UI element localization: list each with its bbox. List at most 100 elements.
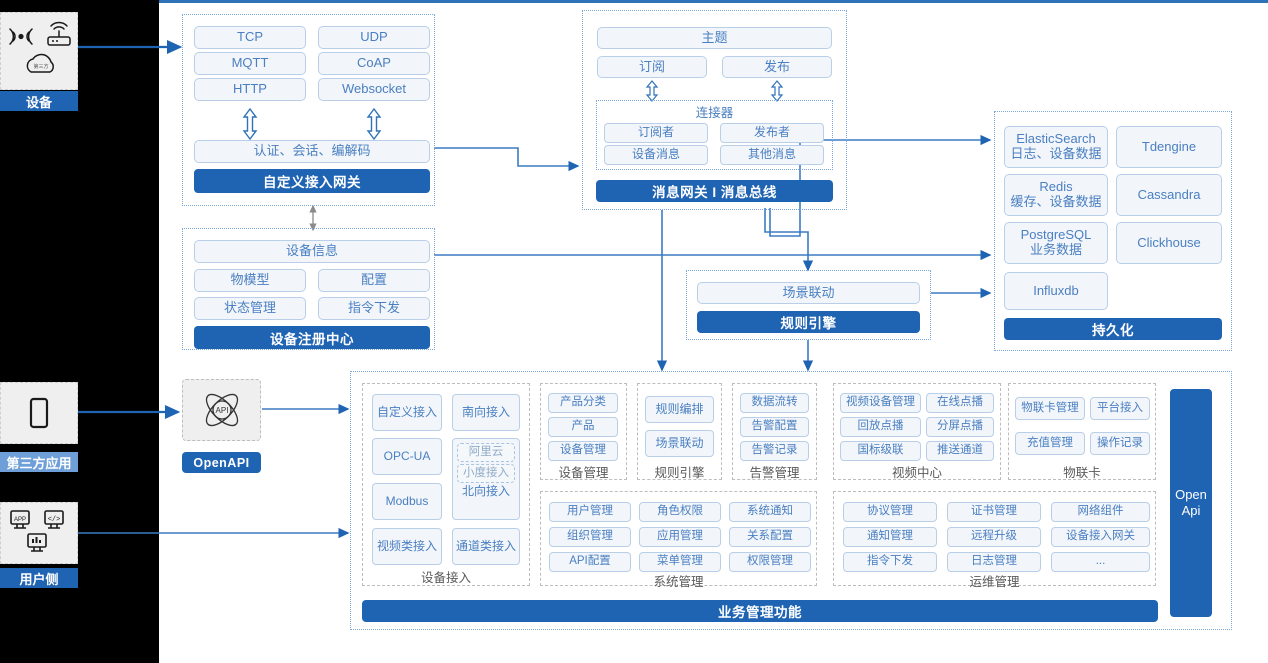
- system-notification[interactable]: 系统通知: [729, 502, 811, 522]
- registry-device-info[interactable]: 设备信息: [194, 240, 430, 263]
- rule-engine-title-bar[interactable]: 规则引擎: [697, 311, 920, 333]
- registry-title-bar[interactable]: 设备注册中心: [194, 326, 430, 349]
- ops-network-component[interactable]: 网络组件: [1051, 502, 1150, 522]
- persistence-postgresql-sub: 业务数据: [1029, 242, 1082, 257]
- device-access-northbound[interactable]: 阿里云 小度接入 北向接入: [452, 438, 520, 520]
- device-icon-box: 第三方: [0, 12, 78, 90]
- mobile-phone-icon: [29, 397, 49, 429]
- persistence-influxdb[interactable]: Influxdb: [1004, 272, 1108, 310]
- protocol-mqtt[interactable]: MQTT: [194, 52, 306, 75]
- business-rule-engine-caption: 规则引擎: [654, 465, 705, 480]
- openapi-label-bar[interactable]: OpenAPI: [182, 452, 261, 473]
- ops-certificate-manage[interactable]: 证书管理: [947, 502, 1041, 522]
- open-api-line1: Open: [1175, 486, 1207, 502]
- protocol-tcp[interactable]: TCP: [194, 26, 306, 49]
- persistence-title-bar[interactable]: 持久化: [1004, 318, 1222, 340]
- protocol-coap[interactable]: CoAP: [318, 52, 430, 75]
- rule-engine-scene[interactable]: 场景联动: [697, 282, 920, 304]
- message-bus-title-bar[interactable]: 消息网关 I 消息总线: [596, 180, 833, 202]
- ops-protocol-manage[interactable]: 协议管理: [843, 502, 937, 522]
- ops-remote-upgrade[interactable]: 远程升级: [947, 527, 1041, 547]
- protocol-http[interactable]: HTTP: [194, 78, 306, 101]
- open-api-vertical-bar[interactable]: Open Api: [1170, 389, 1212, 617]
- device-access-video[interactable]: 视频类接入: [372, 528, 442, 565]
- message-topic[interactable]: 主题: [597, 27, 832, 49]
- video-online-play[interactable]: 在线点播: [926, 393, 994, 413]
- video-push-channel[interactable]: 推送通道: [926, 441, 994, 461]
- alarm-config[interactable]: 告警配置: [740, 417, 809, 437]
- ops-more[interactable]: ...: [1051, 552, 1150, 572]
- registry-thing-model[interactable]: 物模型: [194, 269, 306, 292]
- rail-label-third-party: 第三方应用: [0, 452, 78, 472]
- video-device-manage[interactable]: 视频设备管理: [840, 393, 921, 413]
- message-subscribe[interactable]: 订阅: [597, 56, 707, 78]
- persistence-postgresql[interactable]: PostgreSQL 业务数据: [1004, 222, 1108, 264]
- persistence-tdengine[interactable]: Tdengine: [1116, 126, 1222, 168]
- device-access-channel[interactable]: 通道类接入: [452, 528, 520, 565]
- alarm-group: [732, 383, 817, 480]
- svg-text:APP: APP: [14, 517, 26, 523]
- api-atom-icon: API: [205, 393, 239, 427]
- ops-device-access-gateway[interactable]: 设备接入网关: [1051, 527, 1150, 547]
- system-relation-config[interactable]: 关系配置: [729, 527, 811, 547]
- device-access-southbound[interactable]: 南向接入: [452, 394, 520, 431]
- persistence-cassandra[interactable]: Cassandra: [1116, 174, 1222, 216]
- rail-label-user-side-text: 用户侧: [19, 571, 59, 587]
- system-caption: 系统管理: [653, 574, 704, 589]
- system-permission-manage[interactable]: 权限管理: [729, 552, 811, 572]
- video-group: [833, 383, 1001, 480]
- ops-command-dispatch[interactable]: 指令下发: [843, 552, 937, 572]
- business-title-bar[interactable]: 业务管理功能: [362, 600, 1158, 622]
- system-org-manage[interactable]: 组织管理: [549, 527, 631, 547]
- gateway-title-bar[interactable]: 自定义接入网关: [194, 169, 430, 193]
- business-rule-scene[interactable]: 场景联动: [645, 430, 714, 457]
- persistence-redis-name: Redis: [1039, 179, 1073, 195]
- persistence-elasticsearch[interactable]: ElasticSearch 日志、设备数据: [1004, 126, 1108, 168]
- business-rule-engine-group: [637, 383, 722, 480]
- ops-notification-manage[interactable]: 通知管理: [843, 527, 937, 547]
- ops-log-manage[interactable]: 日志管理: [947, 552, 1041, 572]
- device-access-modbus[interactable]: Modbus: [372, 483, 442, 520]
- alarm-data-flow[interactable]: 数据流转: [740, 393, 809, 413]
- device-access-xiaodu[interactable]: 小度接入: [457, 464, 515, 483]
- persistence-clickhouse[interactable]: Clickhouse: [1116, 222, 1222, 264]
- iot-card-operation-log[interactable]: 操作记录: [1090, 432, 1150, 455]
- business-group: [350, 371, 1232, 630]
- video-playback[interactable]: 回放点播: [840, 417, 921, 437]
- system-app-manage[interactable]: 应用管理: [639, 527, 721, 547]
- protocol-udp[interactable]: UDP: [318, 26, 430, 49]
- system-menu-manage[interactable]: 菜单管理: [639, 552, 721, 572]
- system-user-manage[interactable]: 用户管理: [549, 502, 631, 522]
- registry-state-manage[interactable]: 状态管理: [194, 297, 306, 320]
- svg-text:第三方: 第三方: [33, 63, 48, 70]
- system-group: [540, 491, 817, 586]
- connector-other-message[interactable]: 其他消息: [720, 145, 824, 165]
- registry-config[interactable]: 配置: [318, 269, 430, 292]
- user-side-icons: APP </>: [10, 510, 64, 552]
- protocol-websocket[interactable]: Websocket: [318, 78, 430, 101]
- message-publish[interactable]: 发布: [722, 56, 832, 78]
- open-api-line2: Api: [1181, 503, 1201, 518]
- iot-card-platform-access[interactable]: 平台接入: [1090, 397, 1150, 420]
- gateway-middle-box[interactable]: 认证、会话、编解码: [194, 140, 430, 163]
- connector-publisher[interactable]: 发布者: [720, 123, 824, 143]
- persistence-postgresql-name: PostgreSQL: [1020, 227, 1092, 243]
- video-gb-cascade[interactable]: 国标级联: [840, 441, 921, 461]
- iot-card-recharge[interactable]: 充值管理: [1015, 432, 1085, 455]
- business-rule-orchestration[interactable]: 规则编排: [645, 396, 714, 423]
- device-manage-device[interactable]: 设备管理: [548, 441, 618, 461]
- video-split-screen[interactable]: 分屏点播: [926, 417, 994, 437]
- connector-subscriber[interactable]: 订阅者: [604, 123, 708, 143]
- system-api-config[interactable]: API配置: [549, 552, 631, 572]
- registry-command-dispatch[interactable]: 指令下发: [318, 297, 430, 320]
- iot-card-manage[interactable]: 物联卡管理: [1015, 397, 1085, 420]
- device-access-opcua[interactable]: OPC-UA: [372, 438, 442, 475]
- device-manage-product-category[interactable]: 产品分类: [548, 393, 618, 413]
- persistence-redis[interactable]: Redis 缓存、设备数据: [1004, 174, 1108, 216]
- alarm-record[interactable]: 告警记录: [740, 441, 809, 461]
- device-manage-product[interactable]: 产品: [548, 417, 618, 437]
- device-access-custom[interactable]: 自定义接入: [372, 394, 442, 431]
- system-role-permission[interactable]: 角色权限: [639, 502, 721, 522]
- device-access-aliyun[interactable]: 阿里云: [457, 443, 515, 462]
- connector-device-message[interactable]: 设备消息: [604, 145, 708, 165]
